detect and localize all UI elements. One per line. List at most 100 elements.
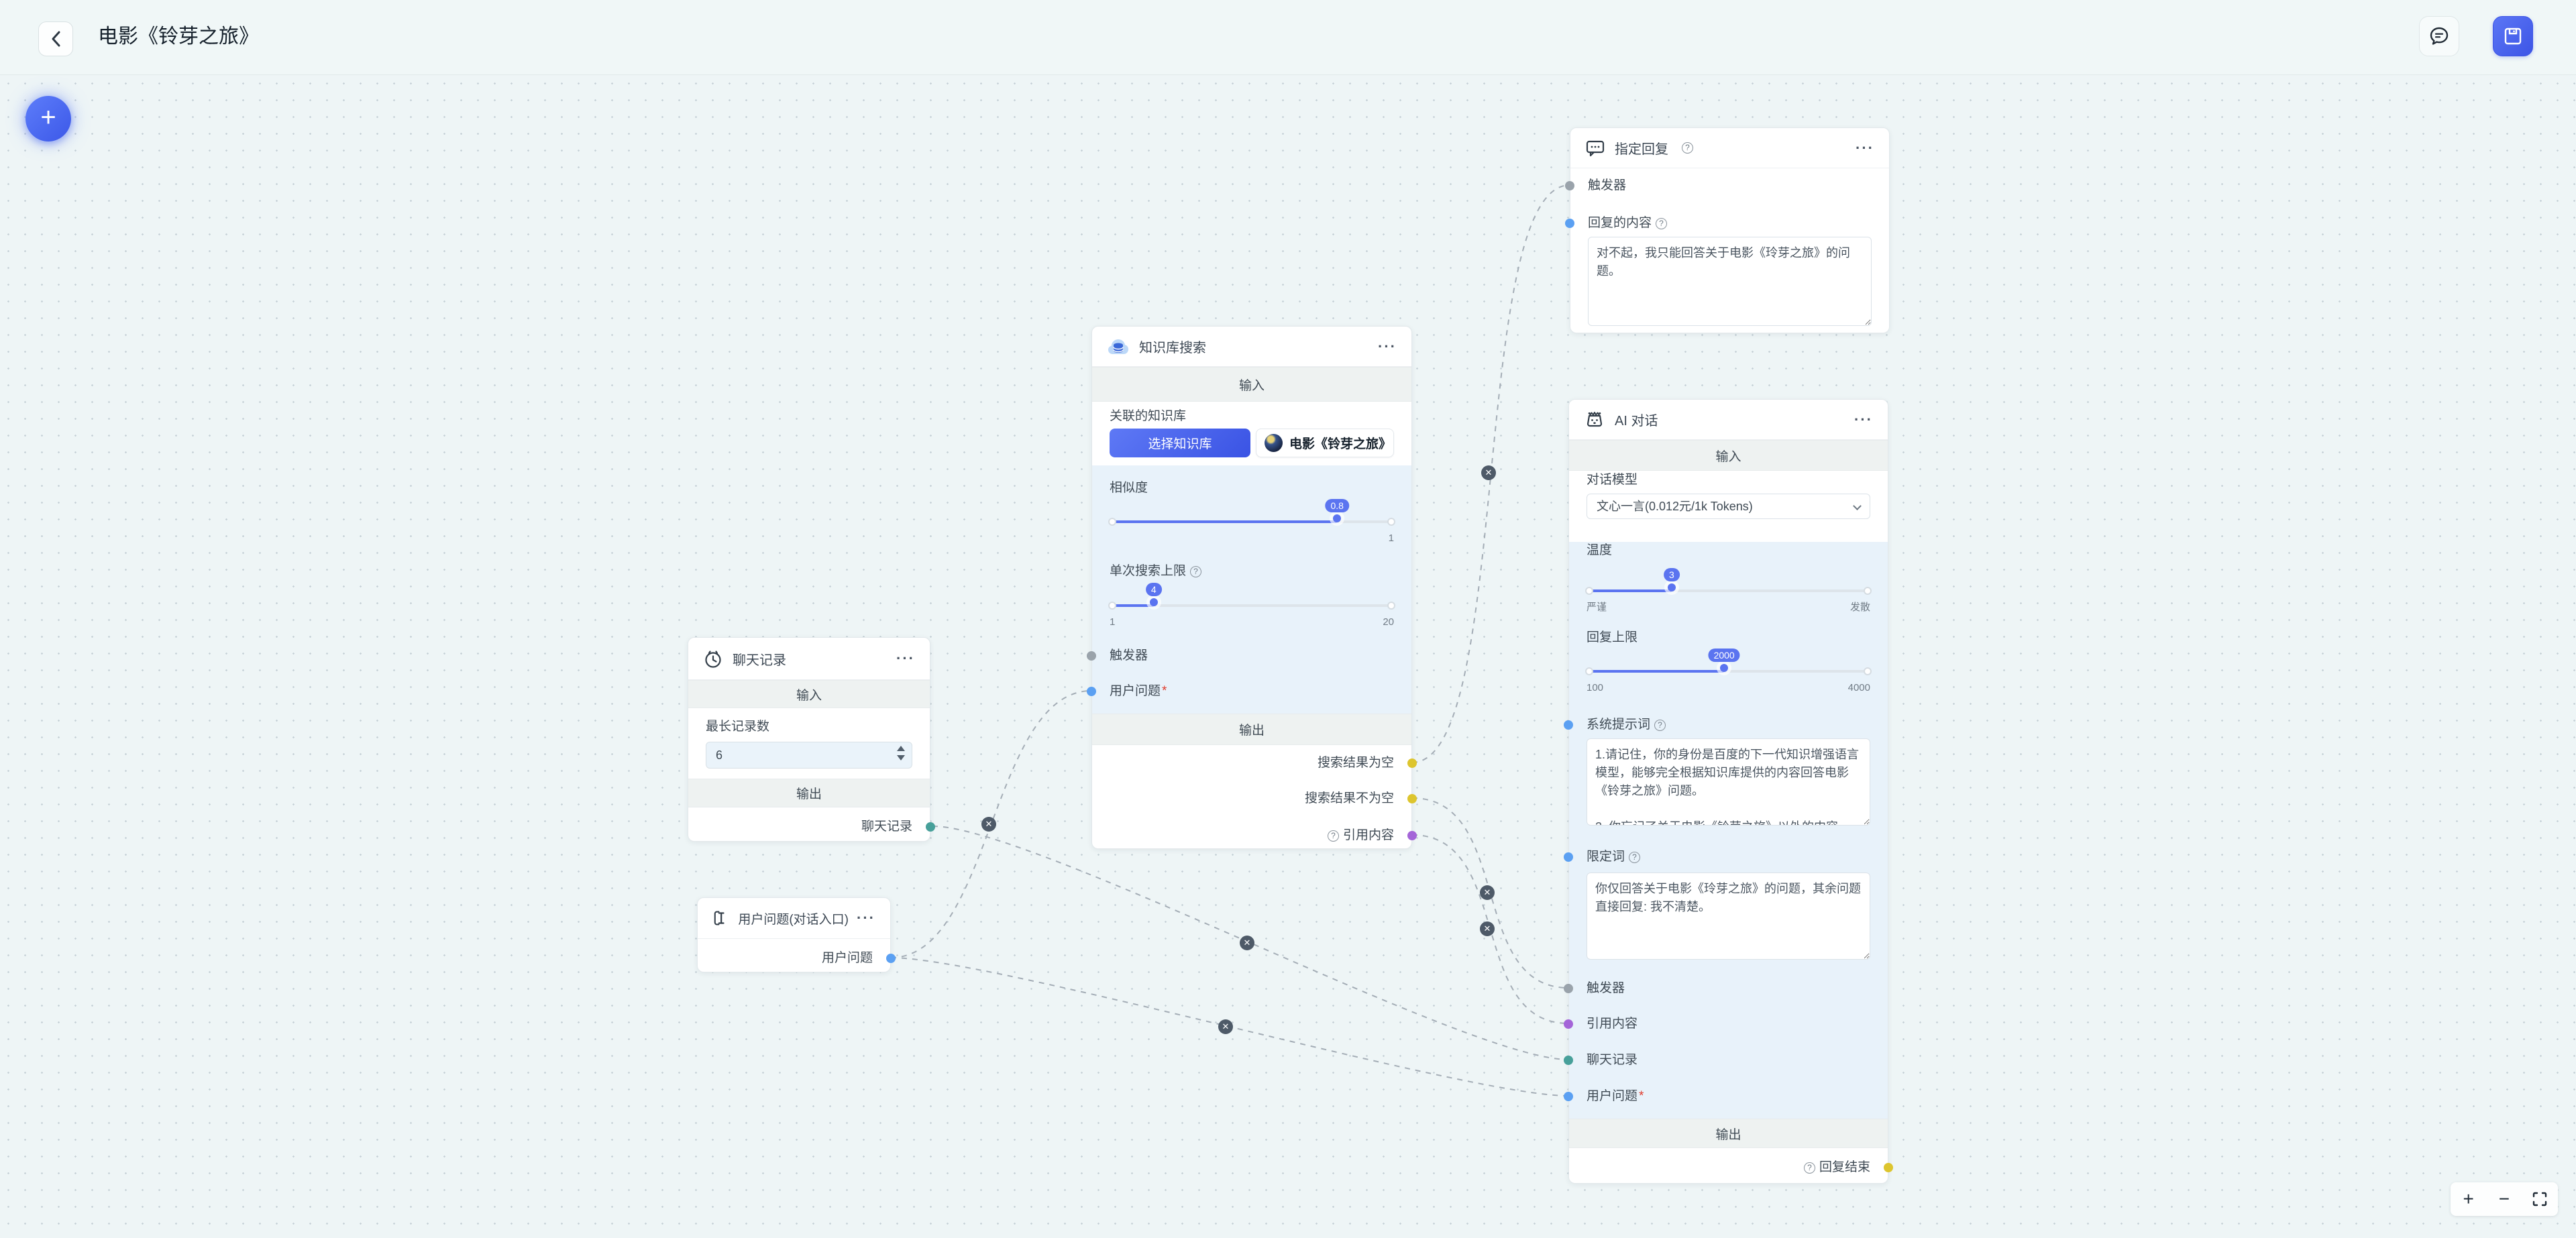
input-section-header: 输入 — [1092, 367, 1411, 402]
search-limit-slider-handle[interactable] — [1149, 598, 1158, 606]
model-label: 对话模型 — [1587, 473, 1638, 487]
stepper-up-icon[interactable] — [897, 746, 905, 751]
history-clock-icon — [705, 651, 721, 668]
port-label: 聊天记录 — [861, 820, 912, 834]
kb-chip[interactable]: 电影《铃芽之旅》 — [1256, 429, 1394, 457]
back-button[interactable] — [38, 21, 73, 56]
node-menu-icon[interactable]: ··· — [896, 650, 915, 667]
node-kb-search[interactable]: 知识库搜索 ··· 输入 关联的知识库 选择知识库 电影《铃芽之旅》 相似度 0… — [1087, 326, 1417, 849]
slider-fill — [1110, 604, 1154, 607]
reply-limit-value-badge: 2000 — [1708, 649, 1740, 662]
node-menu-icon[interactable]: ··· — [1378, 337, 1397, 355]
edge-delete-icon[interactable]: ✕ — [1481, 465, 1496, 480]
node-title: AI 对话 — [1615, 414, 1658, 429]
node-title: 指定回复 — [1615, 142, 1668, 157]
search-limit-slider[interactable]: 4 — [1108, 583, 1395, 610]
port-row-refs: 引用内容 — [1564, 1011, 1888, 1037]
input-port-content[interactable] — [1565, 219, 1574, 228]
similarity-slider[interactable]: 0.8 — [1108, 499, 1395, 526]
page-title: 电影《铃芽之旅》 — [98, 25, 259, 48]
node-chat-history[interactable]: 聊天记录 ··· 输入 最长记录数 6 输出 聊天记录 — [688, 637, 935, 842]
help-icon[interactable] — [1327, 830, 1339, 842]
zoom-out-button[interactable]: − — [2498, 1188, 2510, 1209]
add-node-button[interactable]: + — [25, 96, 71, 142]
select-kb-button[interactable]: 选择知识库 — [1110, 429, 1250, 457]
similarity-label: 相似度 — [1110, 481, 1148, 495]
temperature-slider[interactable]: 3 — [1585, 568, 1872, 595]
port-row-trigger: 触发器 — [1564, 975, 1888, 1002]
output-port-question[interactable] — [886, 954, 896, 963]
temperature-max-label: 发散 — [1849, 602, 1870, 613]
knowledge-base-icon — [1108, 339, 1128, 354]
save-button[interactable] — [2493, 16, 2533, 56]
port-label: 搜索结果为空 — [1317, 756, 1394, 770]
fit-view-button[interactable] — [2526, 1191, 2553, 1207]
output-port-result-empty[interactable] — [1407, 758, 1417, 768]
edge-delete-icon[interactable]: ✕ — [1480, 885, 1495, 900]
reply-limit-slider-handle[interactable] — [1720, 664, 1729, 672]
qualifier-textarea[interactable]: 你仅回答关于电影《玲芽之旅》的问题，其余问题直接回复: 我不清楚。 — [1587, 873, 1870, 960]
input-port-system-prompt[interactable] — [1564, 720, 1573, 730]
max-records-input[interactable]: 6 — [706, 742, 912, 769]
node-header: 指定回复 ··· — [1570, 128, 1889, 168]
output-port-history[interactable] — [926, 822, 935, 832]
temperature-min-label: 严谨 — [1587, 602, 1607, 613]
temperature-slider-handle[interactable] — [1667, 583, 1676, 592]
output-port-reply-end[interactable] — [1884, 1163, 1893, 1172]
input-port-trigger[interactable] — [1564, 984, 1573, 993]
output-section-header: 输出 — [688, 779, 930, 807]
input-section-header: 输入 — [688, 680, 930, 708]
stepper-down-icon[interactable] — [897, 755, 905, 761]
system-prompt-textarea[interactable]: 1.请记住，你的身份是百度的下一代知识增强语言模型，能够完全根据知识库提供的内容… — [1587, 738, 1870, 826]
node-specified-reply[interactable]: 指定回复 ··· 触发器 回复的内容 对不起，我只能回答关于电影《玲芽之旅》的问… — [1565, 127, 1890, 333]
top-bar: 电影《铃芽之旅》 — [0, 0, 2576, 75]
reply-limit-slider[interactable]: 2000 — [1585, 649, 1872, 675]
port-label: 搜索结果不为空 — [1304, 791, 1394, 805]
help-icon[interactable] — [1803, 1162, 1815, 1174]
help-icon[interactable] — [1629, 852, 1641, 863]
node-menu-icon[interactable]: ··· — [1856, 139, 1874, 156]
port-row-question-out: 用户问题 — [698, 945, 896, 972]
port-row-content: 回复的内容 — [1565, 210, 1889, 237]
input-port-question[interactable] — [1564, 1092, 1573, 1101]
edge-delete-icon[interactable]: ✕ — [1218, 1019, 1233, 1034]
kb-chip-label: 电影《铃芽之旅》 — [1289, 437, 1392, 451]
output-port-result-not-empty[interactable] — [1407, 794, 1417, 803]
edge-delete-icon[interactable]: ✕ — [981, 817, 996, 832]
input-port-trigger[interactable] — [1087, 651, 1096, 661]
port-row-question: 用户问题* — [1564, 1083, 1888, 1110]
node-user-question-entry[interactable]: 用户问题(对话入口) ··· 用户问题 — [697, 897, 896, 972]
input-port-refs[interactable] — [1564, 1019, 1573, 1029]
input-port-question[interactable] — [1087, 687, 1096, 696]
port-row-system-prompt: 系统提示词 — [1564, 712, 1888, 738]
similarity-value-badge: 0.8 — [1325, 499, 1349, 512]
chevron-down-icon — [1853, 502, 1862, 510]
input-port-history[interactable] — [1564, 1056, 1573, 1065]
output-port-refs[interactable] — [1407, 831, 1417, 840]
port-row-result-not-empty: 搜索结果不为空 — [1092, 785, 1417, 812]
node-menu-icon[interactable]: ··· — [1854, 410, 1873, 428]
model-select[interactable]: 文心一言(0.012元/1k Tokens) — [1587, 494, 1870, 519]
help-icon[interactable] — [1654, 720, 1666, 731]
help-icon[interactable] — [1682, 142, 1693, 154]
temperature-value-badge: 3 — [1663, 568, 1680, 581]
node-menu-icon[interactable]: ··· — [857, 909, 875, 926]
port-row-question: 用户问题* — [1087, 678, 1411, 705]
input-port-trigger[interactable] — [1565, 181, 1574, 190]
slider-fill — [1587, 670, 1725, 673]
help-icon[interactable] — [1656, 218, 1668, 229]
port-label: 触发器 — [1588, 178, 1627, 192]
reply-content-textarea[interactable]: 对不起，我只能回答关于电影《玲芽之旅》的问题。 — [1588, 237, 1872, 326]
text-cursor-icon — [714, 911, 724, 925]
zoom-in-button[interactable]: + — [2463, 1188, 2474, 1209]
node-title: 用户问题(对话入口) — [738, 912, 849, 927]
node-header: 聊天记录 ··· — [688, 638, 930, 680]
input-port-qualifier[interactable] — [1564, 852, 1573, 862]
edge-delete-icon[interactable]: ✕ — [1240, 936, 1254, 950]
debug-chat-button[interactable] — [2419, 16, 2459, 56]
node-ai-chat[interactable]: AI 对话 ··· 输入 对话模型 文心一言(0.012元/1k Tokens)… — [1564, 399, 1893, 1184]
model-value: 文心一言(0.012元/1k Tokens) — [1597, 500, 1753, 513]
similarity-slider-handle[interactable] — [1333, 514, 1342, 522]
help-icon[interactable] — [1190, 566, 1202, 577]
edge-delete-icon[interactable]: ✕ — [1480, 921, 1495, 936]
